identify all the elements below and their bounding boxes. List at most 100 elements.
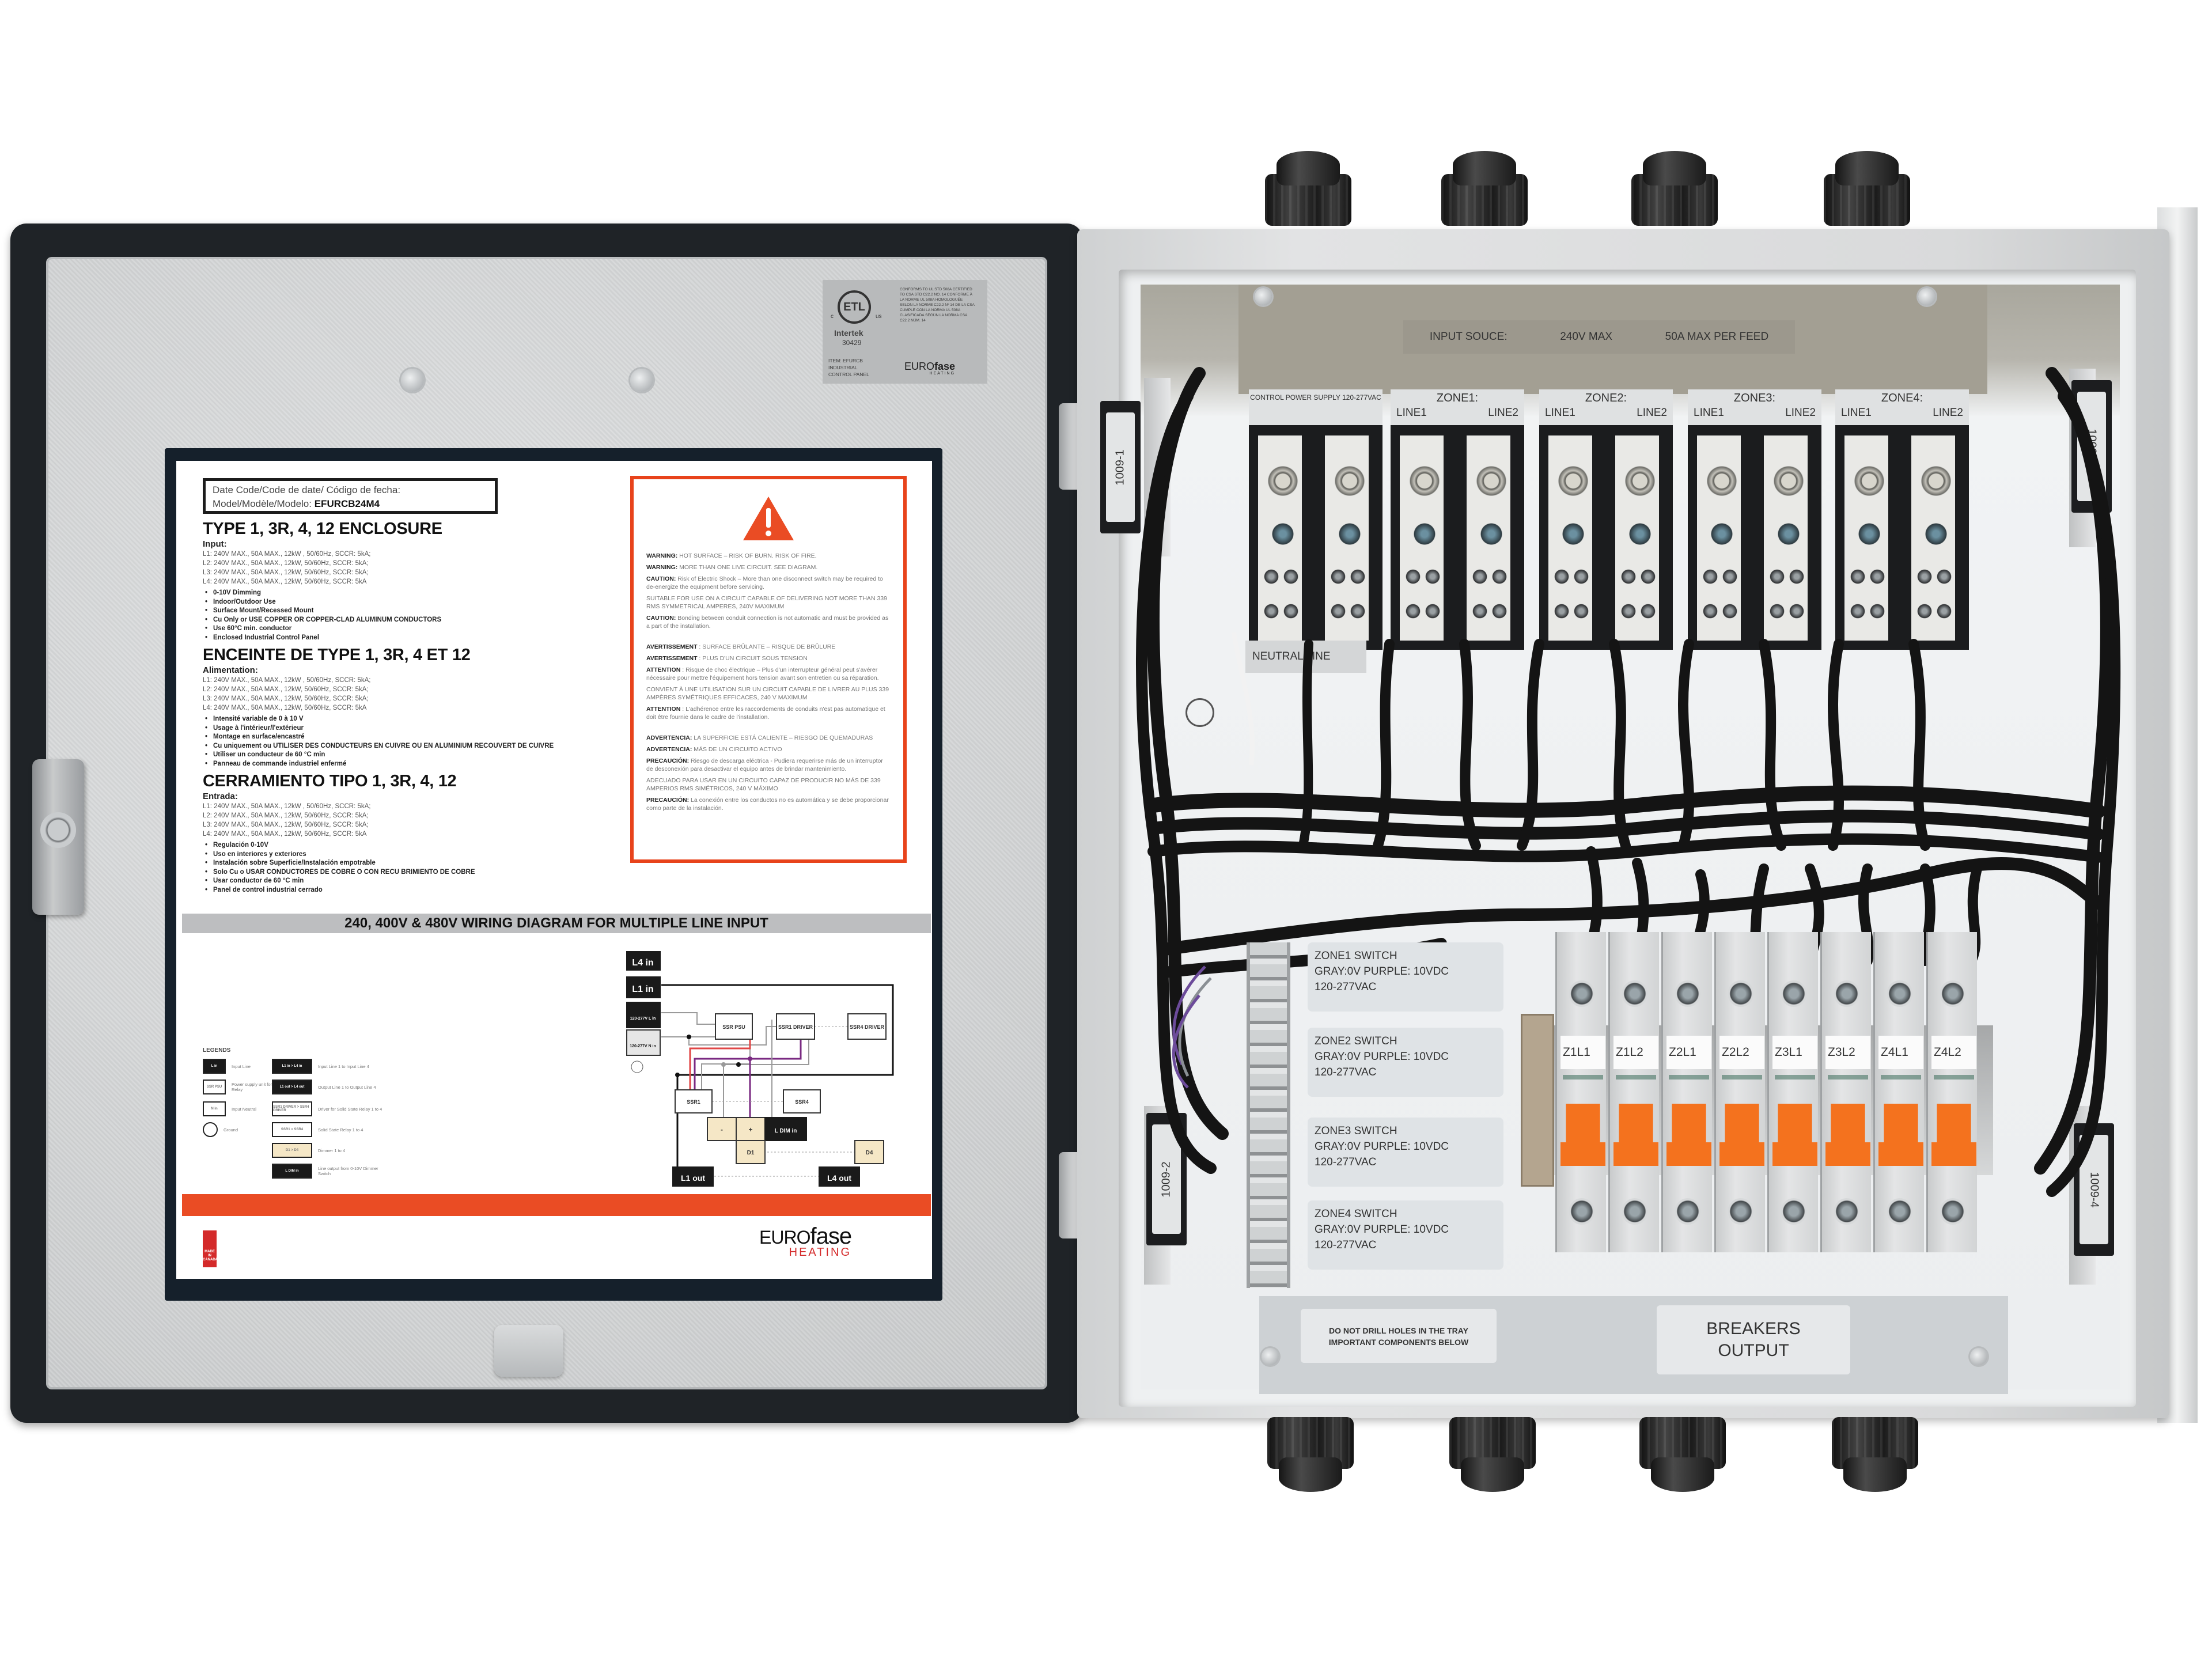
main-lug-screw[interactable] <box>1853 464 1886 498</box>
tap-screw[interactable] <box>1491 568 1508 585</box>
main-lug-screw[interactable] <box>1266 464 1300 498</box>
tap-screw[interactable] <box>1916 603 1933 620</box>
circuit-breaker[interactable]: Z2L1 <box>1661 932 1712 1252</box>
power-distribution-block[interactable] <box>1395 435 1448 641</box>
circuit-breaker[interactable]: Z1L1 <box>1555 932 1606 1252</box>
door-latch[interactable] <box>32 759 84 915</box>
tap-screw[interactable] <box>1869 603 1886 620</box>
lug-screw[interactable] <box>1412 522 1437 546</box>
breaker-load-screw[interactable] <box>1887 1198 1913 1225</box>
breaker-toggle-handle[interactable] <box>1878 1104 1923 1166</box>
breaker-toggle-handle[interactable] <box>1772 1104 1817 1166</box>
control-terminal-strip[interactable] <box>1247 942 1290 1288</box>
lug-screw[interactable] <box>1857 522 1881 546</box>
circuit-breaker[interactable]: Z4L2 <box>1926 932 1977 1252</box>
tap-screw[interactable] <box>1471 568 1488 585</box>
tap-screw[interactable] <box>1424 568 1441 585</box>
tap-screw[interactable] <box>1788 568 1805 585</box>
main-lug-screw[interactable] <box>1919 464 1953 498</box>
breaker-toggle-handle[interactable] <box>1666 1104 1711 1166</box>
circuit-breaker[interactable]: Z1L2 <box>1608 932 1659 1252</box>
power-distribution-block[interactable] <box>1320 435 1373 641</box>
tap-screw[interactable] <box>1573 603 1590 620</box>
tap-screw[interactable] <box>1768 603 1786 620</box>
tap-screw[interactable] <box>1573 568 1590 585</box>
circuit-breaker[interactable]: Z2L2 <box>1714 932 1765 1252</box>
tap-screw[interactable] <box>1702 603 1719 620</box>
tap-screw[interactable] <box>1788 603 1805 620</box>
tap-screw[interactable] <box>1721 568 1738 585</box>
tap-screw[interactable] <box>1702 568 1719 585</box>
circuit-breaker[interactable]: Z3L2 <box>1820 932 1871 1252</box>
tap-screw[interactable] <box>1869 568 1886 585</box>
breaker-line-screw[interactable] <box>1675 980 1701 1007</box>
breaker-toggle-handle[interactable] <box>1719 1104 1764 1166</box>
power-distribution-block[interactable] <box>1462 435 1515 641</box>
breaker-line-screw[interactable] <box>1940 980 1966 1007</box>
tap-screw[interactable] <box>1849 603 1866 620</box>
power-distribution-block[interactable] <box>1611 435 1664 641</box>
tap-screw[interactable] <box>1282 568 1300 585</box>
main-lug-screw[interactable] <box>1705 464 1738 498</box>
tap-screw[interactable] <box>1936 568 1953 585</box>
circuit-breaker[interactable]: Z3L1 <box>1767 932 1818 1252</box>
tap-screw[interactable] <box>1849 568 1866 585</box>
breaker-line-screw[interactable] <box>1781 980 1807 1007</box>
breaker-line-screw[interactable] <box>1834 980 1860 1007</box>
tap-screw[interactable] <box>1263 603 1280 620</box>
lug-screw[interactable] <box>1924 522 1948 546</box>
power-distribution-block[interactable] <box>1759 435 1812 641</box>
power-distribution-block[interactable] <box>1840 435 1893 641</box>
tap-screw[interactable] <box>1424 603 1441 620</box>
tap-screw[interactable] <box>1263 568 1280 585</box>
lug-screw[interactable] <box>1338 522 1362 546</box>
tap-screw[interactable] <box>1349 568 1366 585</box>
tap-screw[interactable] <box>1553 568 1570 585</box>
tap-screw[interactable] <box>1620 568 1637 585</box>
main-lug-screw[interactable] <box>1408 464 1441 498</box>
circuit-breaker[interactable]: Z4L1 <box>1873 932 1924 1252</box>
lug-screw[interactable] <box>1271 522 1295 546</box>
power-distribution-block[interactable] <box>1544 435 1597 641</box>
tap-screw[interactable] <box>1349 603 1366 620</box>
tap-screw[interactable] <box>1471 603 1488 620</box>
tap-screw[interactable] <box>1404 568 1422 585</box>
breaker-toggle-handle[interactable] <box>1613 1104 1658 1166</box>
breaker-load-screw[interactable] <box>1940 1198 1966 1225</box>
breaker-line-screw[interactable] <box>1569 980 1595 1007</box>
main-lug-screw[interactable] <box>1623 464 1657 498</box>
tap-screw[interactable] <box>1491 603 1508 620</box>
tap-screw[interactable] <box>1282 603 1300 620</box>
breaker-load-screw[interactable] <box>1675 1198 1701 1225</box>
tap-screw[interactable] <box>1916 568 1933 585</box>
tap-screw[interactable] <box>1330 568 1347 585</box>
breaker-toggle-handle[interactable] <box>1825 1104 1870 1166</box>
tap-screw[interactable] <box>1330 603 1347 620</box>
power-distribution-block[interactable] <box>1253 435 1306 641</box>
lug-screw[interactable] <box>1628 522 1652 546</box>
breaker-toggle-handle[interactable] <box>1931 1104 1976 1166</box>
breaker-line-screw[interactable] <box>1622 980 1648 1007</box>
breaker-load-screw[interactable] <box>1569 1198 1595 1225</box>
breaker-line-screw[interactable] <box>1887 980 1913 1007</box>
lug-screw[interactable] <box>1479 522 1503 546</box>
tap-screw[interactable] <box>1721 603 1738 620</box>
breaker-load-screw[interactable] <box>1781 1198 1807 1225</box>
tap-screw[interactable] <box>1936 603 1953 620</box>
tap-screw[interactable] <box>1620 603 1637 620</box>
breaker-load-screw[interactable] <box>1728 1198 1754 1225</box>
breaker-toggle-handle[interactable] <box>1560 1104 1605 1166</box>
tap-screw[interactable] <box>1404 603 1422 620</box>
breaker-load-screw[interactable] <box>1834 1198 1860 1225</box>
lug-screw[interactable] <box>1561 522 1585 546</box>
tap-screw[interactable] <box>1639 568 1657 585</box>
lug-screw[interactable] <box>1710 522 1734 546</box>
breaker-load-screw[interactable] <box>1622 1198 1648 1225</box>
main-lug-screw[interactable] <box>1475 464 1508 498</box>
tap-screw[interactable] <box>1768 568 1786 585</box>
breaker-line-screw[interactable] <box>1728 980 1754 1007</box>
main-lug-screw[interactable] <box>1556 464 1590 498</box>
main-lug-screw[interactable] <box>1333 464 1366 498</box>
tap-screw[interactable] <box>1553 603 1570 620</box>
power-distribution-block[interactable] <box>1692 435 1745 641</box>
